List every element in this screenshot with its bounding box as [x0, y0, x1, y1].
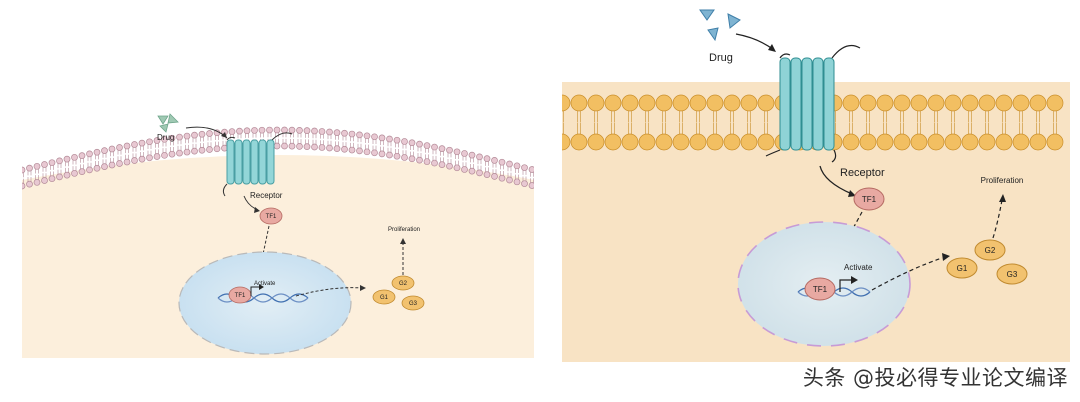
tf1-protein	[259, 207, 283, 225]
right-diagram-panel: Drug Receptor TF1 TF1 Activate G1 G2	[562, 0, 1070, 362]
proliferation-label: Proliferation	[981, 176, 1024, 185]
tf1-protein	[853, 187, 885, 211]
promoter-arrow-icon	[250, 284, 264, 296]
drug-triangle-icon	[157, 113, 179, 133]
receptor-label: Receptor	[840, 167, 885, 179]
g1-label: G1	[957, 264, 968, 273]
gene-g2	[391, 275, 415, 291]
g1-label: G1	[380, 295, 389, 301]
g3-label: G3	[1007, 270, 1018, 279]
g2-label: G2	[985, 246, 996, 255]
activate-label: Activate	[254, 281, 276, 287]
promoter-arrow-icon	[839, 276, 858, 292]
receptor-label: Receptor	[250, 191, 283, 200]
drug-label: Drug	[709, 52, 733, 64]
g2-label: G2	[399, 281, 408, 287]
right-diagram: Drug Receptor TF1 TF1 Activate G1 G2	[562, 9, 1070, 362]
cell-membrane	[22, 126, 534, 190]
gene-g1	[946, 257, 978, 279]
gene-g1	[372, 289, 396, 305]
tf1-nuc-label: TF1	[235, 293, 246, 299]
gene-g3	[996, 263, 1028, 285]
g3-label: G3	[409, 301, 418, 307]
activate-label: Activate	[844, 263, 873, 272]
gene-g2	[974, 239, 1006, 261]
receptor-helix-icon	[765, 45, 861, 163]
proliferation-label: Proliferation	[388, 227, 420, 233]
tf1-nuclear	[804, 277, 836, 301]
left-diagram-panel: Drug Receptor TF1 TF1 Activate G1 G2	[22, 110, 534, 358]
tf1-cyto-label: TF1	[266, 214, 277, 220]
drug-triangle-icon	[699, 9, 741, 42]
drug-label: Drug	[157, 133, 174, 142]
left-diagram: Drug Receptor TF1 TF1 Activate G1 G2	[22, 113, 534, 358]
tf1-cyto-label: TF1	[862, 195, 877, 204]
receptor-helix-icon	[222, 132, 293, 197]
nucleus	[178, 251, 352, 355]
gene-g3	[401, 295, 425, 311]
tf1-nuc-label: TF1	[813, 285, 828, 294]
watermark-text: 头条 @投必得专业论文编译	[802, 366, 1068, 390]
